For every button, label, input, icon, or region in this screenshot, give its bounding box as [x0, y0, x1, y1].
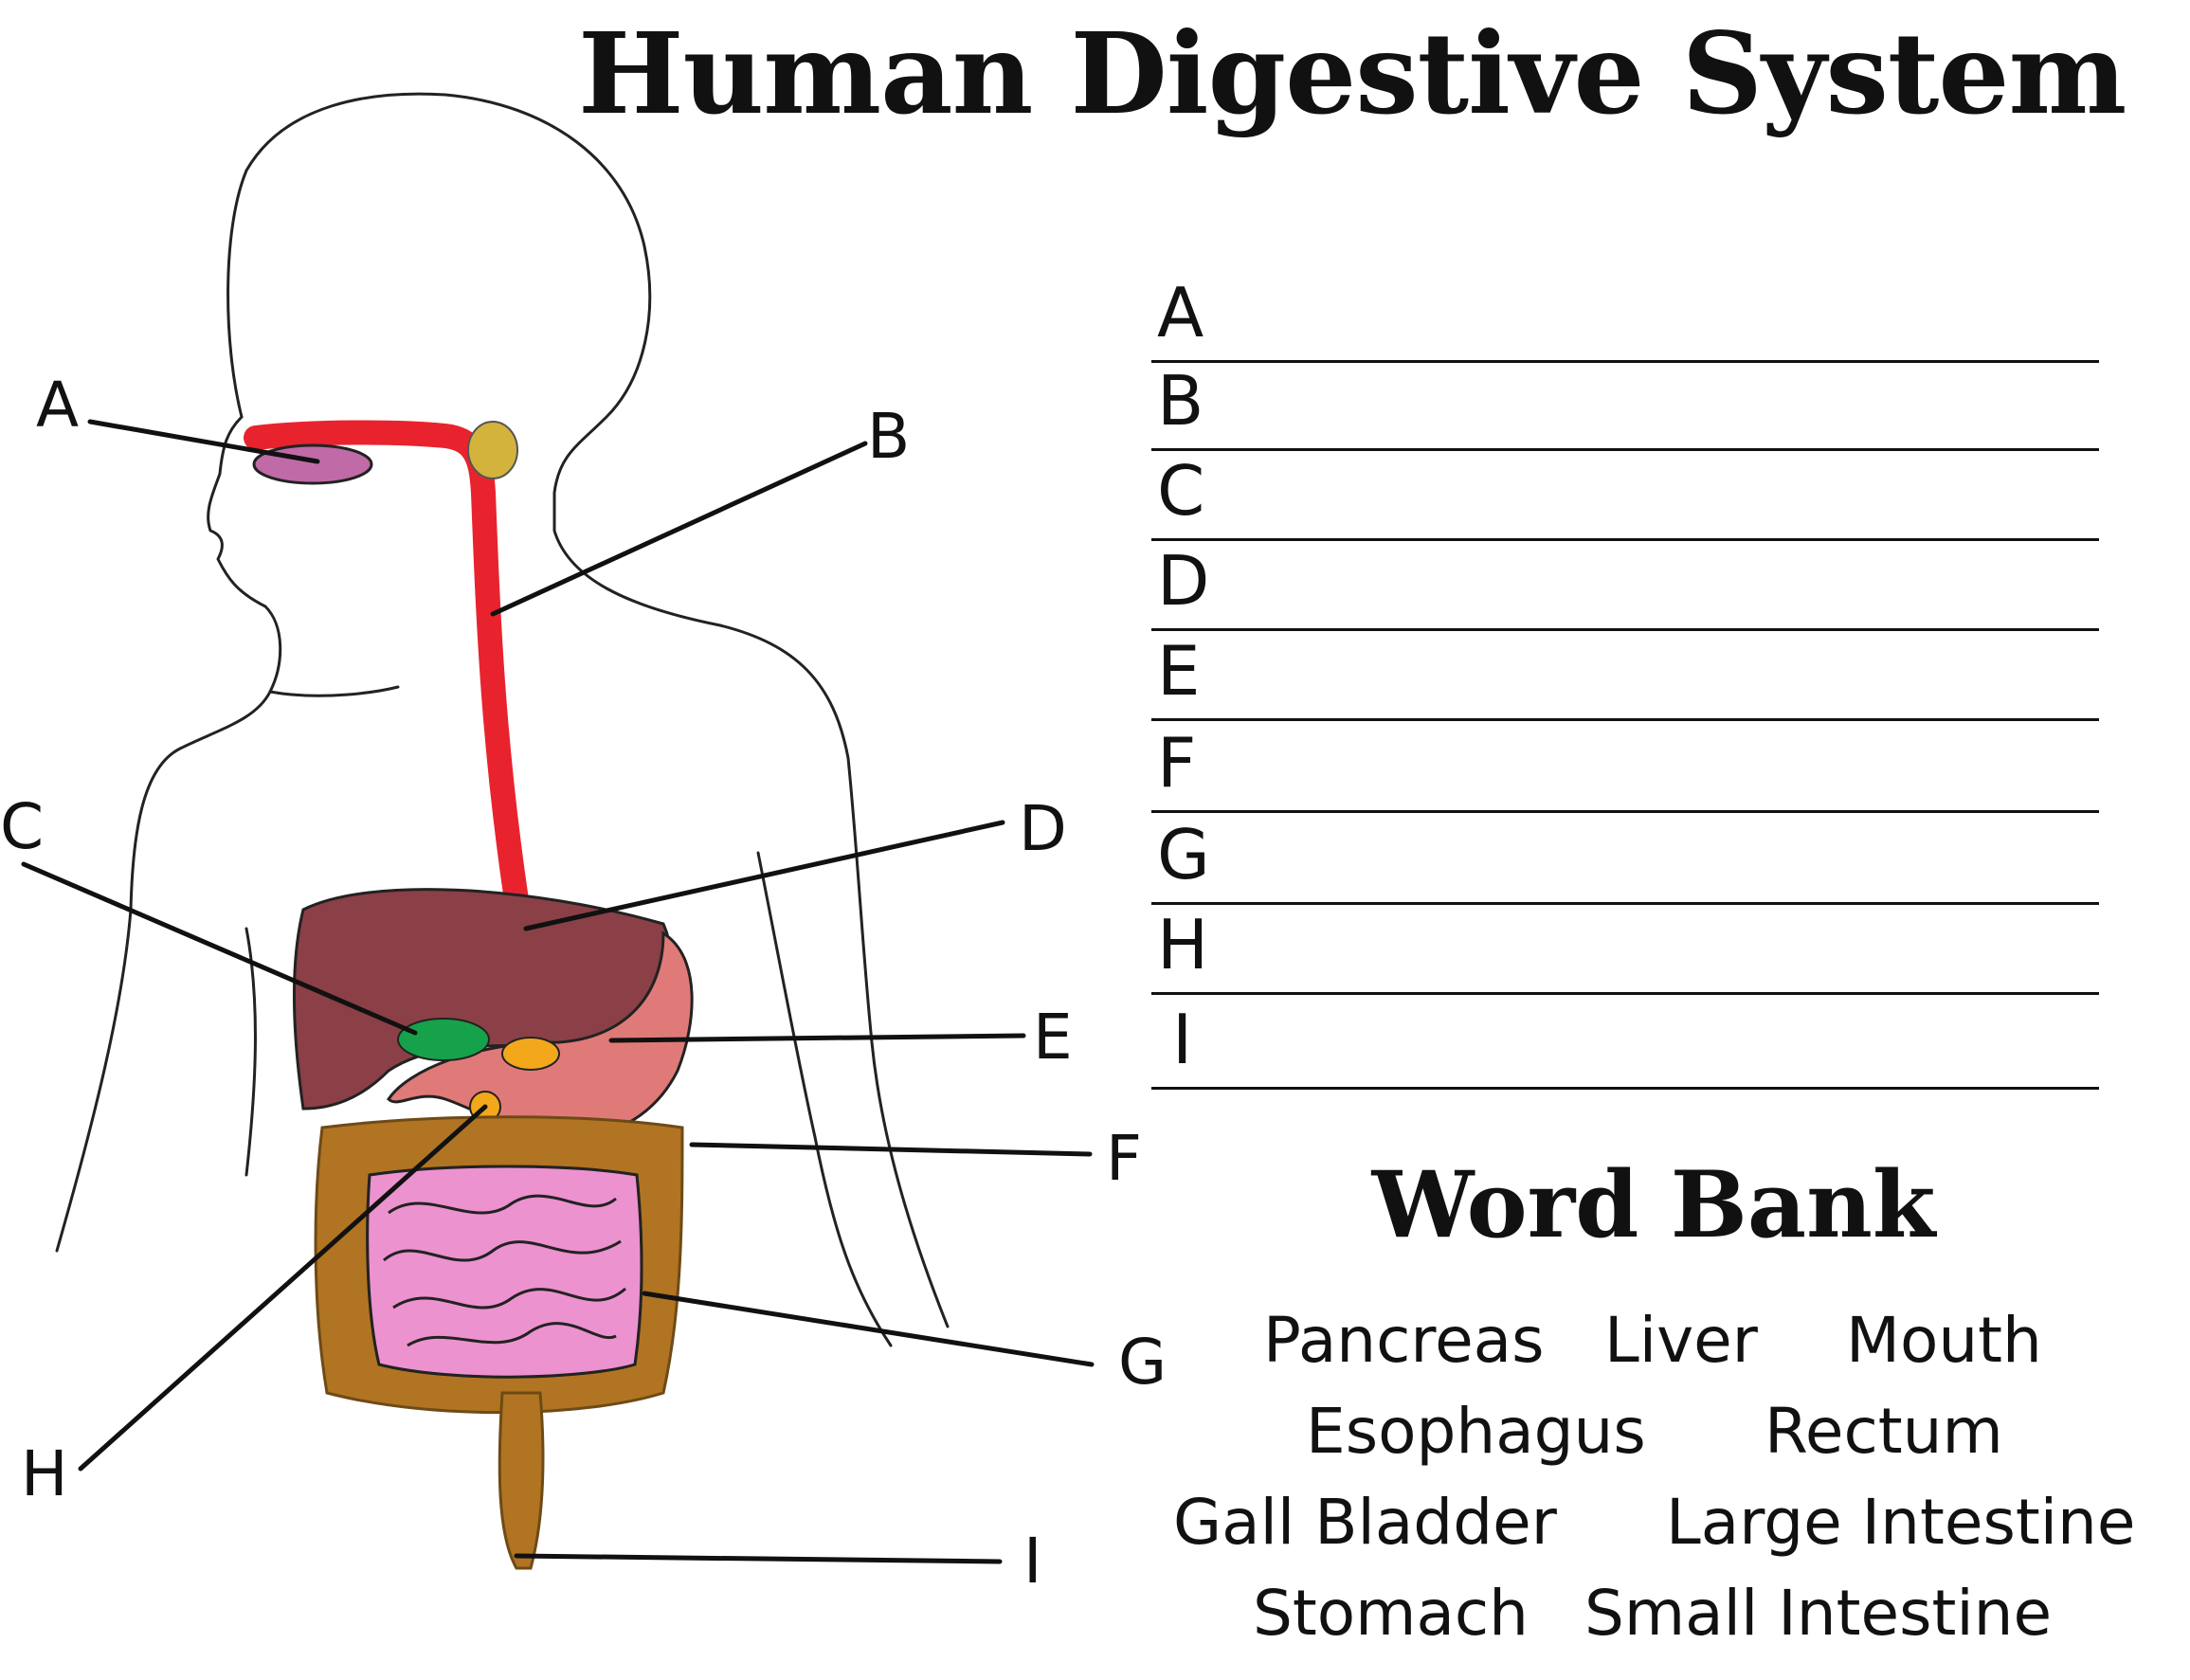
answer-line-i[interactable]: I [1151, 1002, 2099, 1090]
answer-letter: H [1157, 911, 1208, 979]
diagram-label-a: A [36, 374, 79, 437]
word-bank-item: Esophagus [1306, 1400, 1646, 1463]
word-bank-item: Large Intestine [1666, 1491, 2135, 1554]
answer-letter: C [1157, 457, 1204, 525]
answer-line-h[interactable]: H [1151, 907, 2099, 995]
diagram-label-i: I [1023, 1530, 1041, 1593]
leader-line-b [493, 443, 865, 614]
answer-line-b[interactable]: B [1151, 363, 2099, 451]
answer-line-a[interactable]: A [1151, 275, 2099, 363]
word-bank-item: Gall Bladder [1173, 1491, 1557, 1554]
answer-letter: E [1157, 637, 1201, 705]
leader-line-d [526, 822, 1003, 929]
word-bank-title: Word Bank [1308, 1151, 2000, 1258]
answer-line-d[interactable]: D [1151, 543, 2099, 631]
word-bank-item: Liver [1604, 1310, 1758, 1372]
answer-letter: B [1157, 367, 1204, 435]
diagram-label-f: F [1106, 1128, 1142, 1190]
diagram-label-c: C [0, 796, 44, 858]
diagram-label-e: E [1033, 1006, 1073, 1069]
word-bank-item: Pancreas [1263, 1310, 1545, 1372]
answer-line-g[interactable]: G [1151, 817, 2099, 905]
pancreas-shape [502, 1038, 559, 1070]
answer-letter: I [1172, 1005, 1192, 1074]
answer-letter: G [1157, 821, 1210, 889]
leader-line-i [516, 1556, 1000, 1562]
answer-line-c[interactable]: C [1151, 453, 2099, 541]
answer-line-e[interactable]: E [1151, 633, 2099, 721]
answer-letter: A [1157, 279, 1204, 347]
word-bank-item: Stomach [1253, 1582, 1529, 1645]
word-bank-item: Small Intestine [1584, 1582, 2052, 1645]
answer-letter: D [1157, 547, 1209, 615]
thyroid-shape [468, 422, 517, 479]
gall-bladder-shape [398, 1019, 489, 1060]
diagram-label-d: D [1019, 798, 1067, 860]
esophagus-shape [256, 432, 516, 900]
answer-letter: F [1157, 729, 1196, 797]
word-bank-item: Mouth [1846, 1310, 2042, 1372]
rectum-shape [499, 1393, 543, 1568]
diagram-label-b: B [867, 406, 910, 468]
diagram-label-g: G [1118, 1331, 1167, 1394]
word-bank-item: Rectum [1765, 1400, 2003, 1463]
answer-line-f[interactable]: F [1151, 725, 2099, 813]
diagram-label-h: H [21, 1443, 68, 1506]
